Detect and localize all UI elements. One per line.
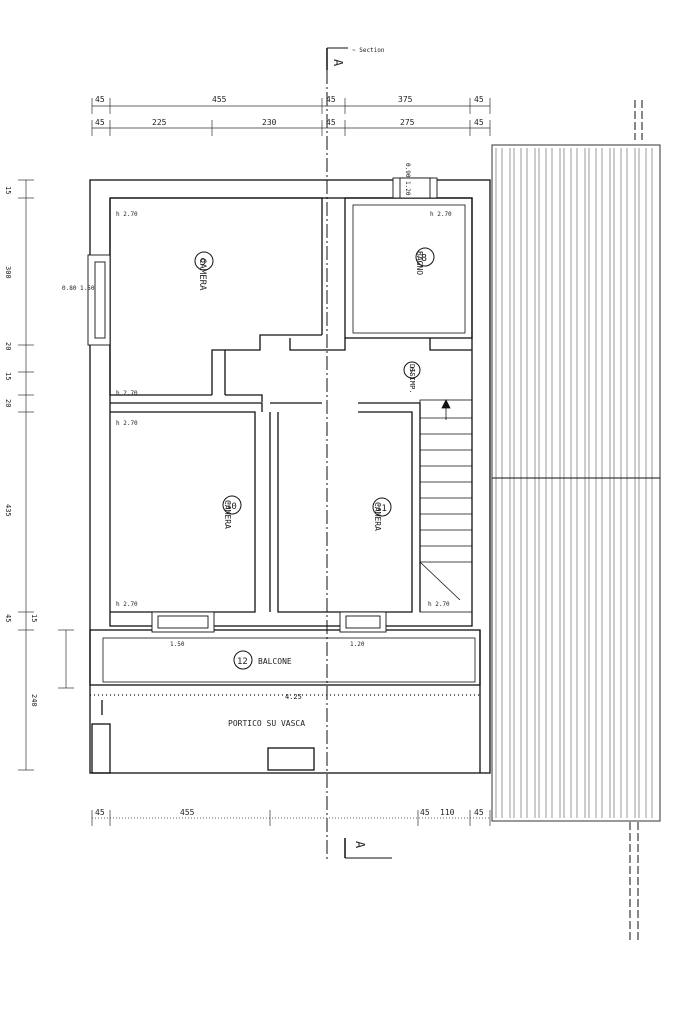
svg-text:15: 15 <box>30 614 38 622</box>
svg-text:h 2.70: h 2.70 <box>116 420 138 427</box>
dimension-labels-top: 45 455 45 375 45 45 225 230 45 275 45 <box>95 95 484 127</box>
svg-text:110: 110 <box>440 808 455 817</box>
svg-text:0.90 1.20: 0.90 1.20 <box>404 163 411 196</box>
svg-text:8: 8 <box>421 253 427 264</box>
svg-text:45: 45 <box>474 95 484 104</box>
svg-text:9: 9 <box>200 257 206 268</box>
section-line <box>326 47 392 860</box>
walls <box>89 179 491 774</box>
svg-text:45: 45 <box>4 614 12 622</box>
room-labels: 9 CAMERA 8 BAGNO 7 DISIMP. 10 CAMERA 11 … <box>194 247 435 728</box>
svg-text:45: 45 <box>420 808 430 817</box>
svg-text:0.80 1.50: 0.80 1.50 <box>62 285 95 292</box>
svg-text:CAMERA: CAMERA <box>223 500 232 529</box>
svg-text:15: 15 <box>4 186 12 194</box>
svg-text:375: 375 <box>398 95 413 104</box>
svg-text:DISIMP.: DISIMP. <box>408 364 416 394</box>
svg-text:45: 45 <box>326 95 336 104</box>
porch-label: PORTICO SU VASCA <box>228 719 305 728</box>
window-labels: 0.90 1.20 0.80 1.50 1.50 1.20 <box>62 163 411 648</box>
svg-text:h 2.70: h 2.70 <box>116 390 138 397</box>
svg-text:45: 45 <box>95 808 105 817</box>
stair <box>419 399 473 613</box>
svg-text:45: 45 <box>474 118 484 127</box>
svg-text:BAGNO: BAGNO <box>415 251 424 275</box>
room-balcone-12: 12 BALCONE <box>233 650 292 670</box>
height-notes: h 2.70 h 2.70 h 2.70 h 2.70 h 2.70 h 2.7… <box>116 211 452 608</box>
svg-text:45: 45 <box>326 118 336 127</box>
svg-text:435: 435 <box>4 504 12 517</box>
windows <box>87 177 438 633</box>
dimension-column-left <box>18 179 74 771</box>
svg-text:45: 45 <box>95 95 105 104</box>
svg-text:CAMERA: CAMERA <box>197 258 207 291</box>
room-disimpegno-7: 7 DISIMP. <box>403 361 421 394</box>
svg-text:225: 225 <box>152 118 167 127</box>
dimension-labels-bottom: 45 455 45 110 45 <box>95 808 484 817</box>
svg-text:10: 10 <box>226 502 237 512</box>
svg-text:h 2.70: h 2.70 <box>116 211 138 218</box>
dimension-labels-left: 15 300 20 15 20 435 45 15 240 <box>4 186 38 707</box>
svg-text:455: 455 <box>180 808 195 817</box>
room-bagno-8: 8 BAGNO <box>415 247 435 275</box>
svg-text:h 2.70: h 2.70 <box>428 601 450 608</box>
svg-text:20: 20 <box>4 399 12 407</box>
svg-text:20: 20 <box>4 342 12 350</box>
svg-text:300: 300 <box>4 266 12 279</box>
section-marker-bottom: A <box>353 841 367 849</box>
dimension-row-bottom <box>91 810 491 826</box>
room-camera-10: 10 CAMERA <box>222 495 242 529</box>
porch-dim: 4.25 <box>285 693 302 701</box>
svg-text:12: 12 <box>237 657 248 667</box>
svg-text:7: 7 <box>409 367 414 377</box>
svg-text:1.50: 1.50 <box>170 641 185 648</box>
section-note-top: ~ Section <box>352 47 385 54</box>
svg-text:45: 45 <box>95 118 105 127</box>
roof-hatch <box>491 144 661 822</box>
svg-text:45: 45 <box>474 808 484 817</box>
svg-text:455: 455 <box>212 95 227 104</box>
svg-text:h 2.70: h 2.70 <box>430 211 452 218</box>
svg-text:CAMERA: CAMERA <box>373 502 382 531</box>
svg-text:230: 230 <box>262 118 277 127</box>
svg-text:240: 240 <box>30 694 38 707</box>
svg-text:15: 15 <box>4 372 12 380</box>
svg-text:h 2.70: h 2.70 <box>116 601 138 608</box>
section-marker-top: A <box>331 59 345 67</box>
svg-text:275: 275 <box>400 118 415 127</box>
dimension-rows-top <box>91 98 491 136</box>
room-camera-9: 9 CAMERA <box>194 251 214 291</box>
svg-text:BALCONE: BALCONE <box>258 657 292 666</box>
svg-text:11: 11 <box>376 504 387 514</box>
room-camera-11: 11 CAMERA <box>372 497 392 531</box>
roof-edge-line <box>492 100 660 940</box>
svg-text:1.20: 1.20 <box>350 641 365 648</box>
